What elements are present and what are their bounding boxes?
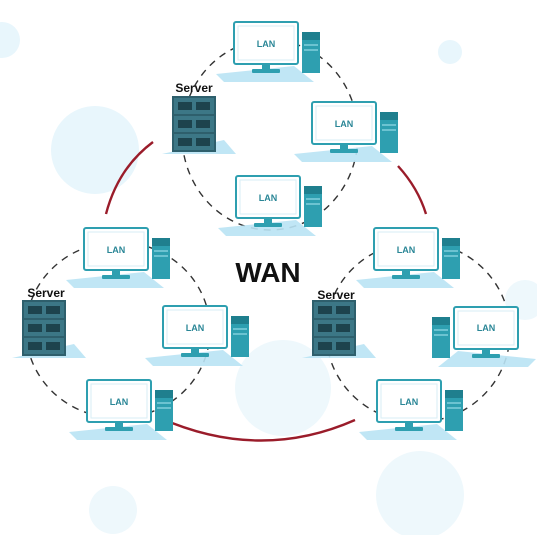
top-group: LAN LAN LAN Server (162, 21, 399, 237)
server-rack (302, 300, 376, 358)
lan-workstation: LAN (144, 305, 250, 367)
lan-workstation: LAN (293, 101, 399, 163)
lan-label: LAN (257, 39, 276, 49)
background-bubble (51, 106, 139, 194)
lan-workstation: LAN (217, 175, 323, 237)
background-bubble (89, 486, 137, 534)
wan-link-bottom (159, 416, 356, 442)
lan-workstation: LAN (358, 379, 464, 441)
background-bubble (438, 40, 462, 64)
background-bubble (235, 340, 331, 436)
lan-label: LAN (397, 245, 416, 255)
lan-label: LAN (110, 397, 129, 407)
right-group: LAN LAN LAN Server (302, 227, 537, 441)
lan-label: LAN (107, 245, 126, 255)
server-label: Server (175, 81, 213, 95)
background-bubble (0, 22, 20, 58)
lan-workstation: LAN (355, 227, 461, 289)
background-bubble (376, 451, 464, 535)
lan-label: LAN (400, 397, 419, 407)
server-label: Server (27, 286, 65, 300)
lan-label: LAN (477, 323, 496, 333)
server-rack (12, 300, 86, 358)
lan-workstation: LAN (68, 379, 174, 441)
server-rack (162, 96, 236, 154)
left-group: LAN LAN LAN Server (12, 227, 250, 441)
wan-title: WAN (235, 257, 300, 288)
lan-label: LAN (186, 323, 205, 333)
lan-workstation: LAN (215, 21, 321, 83)
server-label: Server (317, 288, 355, 302)
lan-workstation: LAN (65, 227, 171, 289)
lan-label: LAN (335, 119, 354, 129)
lan-label: LAN (259, 193, 278, 203)
wan-link-top-right (397, 165, 428, 215)
wan-link-top-left (104, 141, 154, 215)
